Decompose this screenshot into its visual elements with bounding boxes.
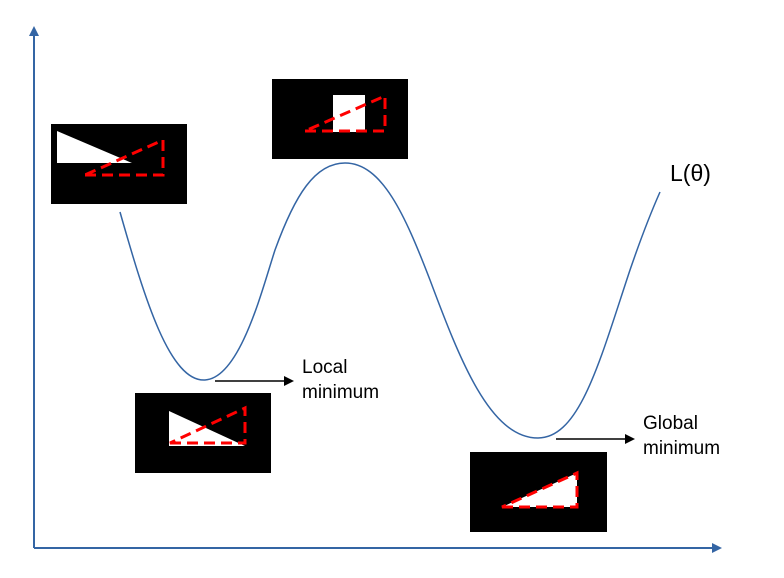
prediction-shape (333, 95, 365, 132)
ground-truth-shape (304, 93, 387, 133)
local-minimum-label: Local minimum (302, 355, 379, 405)
prediction-box-2 (272, 79, 408, 159)
loss-curve (119, 162, 661, 439)
global-minimum-label: Global minimum (643, 411, 720, 461)
prediction-box-4 (470, 452, 607, 532)
local-minimum-label-line-1: Local (302, 357, 348, 378)
prediction-shape (57, 131, 132, 163)
prediction-shape (169, 411, 245, 446)
global-minimum-label-line-2: minimum (643, 438, 721, 459)
ground-truth-shape (501, 470, 579, 509)
global-minimum-label-line-1: Global (643, 413, 698, 434)
local-minimum-label-line-2: minimum (302, 382, 380, 403)
curve-label: L(θ) (670, 160, 711, 186)
prediction-box-1 (51, 124, 187, 204)
ground-truth-shape (169, 405, 247, 445)
ground-truth-shape (84, 137, 165, 177)
prediction-box-3 (135, 393, 271, 473)
